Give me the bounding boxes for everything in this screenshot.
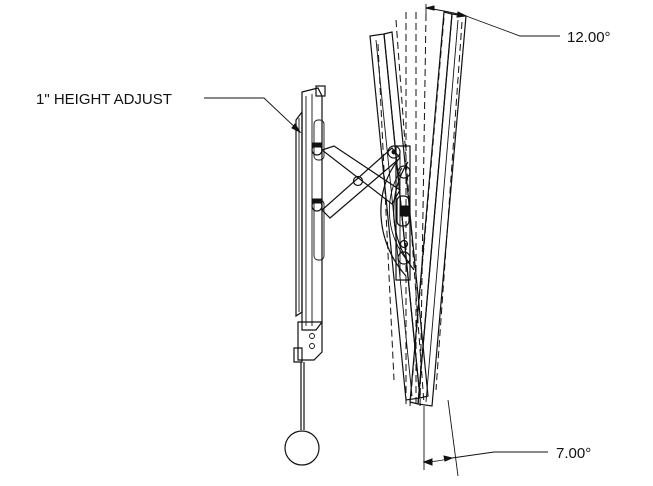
height-adjust-leader [204, 97, 302, 134]
dimension-bottom-angle [422, 399, 548, 477]
bottom-angle-label: 7.00° [556, 445, 591, 462]
tilt-bracket [380, 159, 415, 277]
height-adjust-label: 1" HEIGHT ADJUST [36, 91, 172, 108]
panel-mount-plate [395, 145, 411, 281]
dimension-top-angle [425, 4, 560, 37]
wall-plate [295, 85, 326, 331]
tv-panel-tilt-back [409, 11, 467, 407]
release-cord [284, 321, 323, 466]
scissor-arm [320, 145, 401, 219]
top-angle-label: 12.00° [567, 29, 611, 46]
